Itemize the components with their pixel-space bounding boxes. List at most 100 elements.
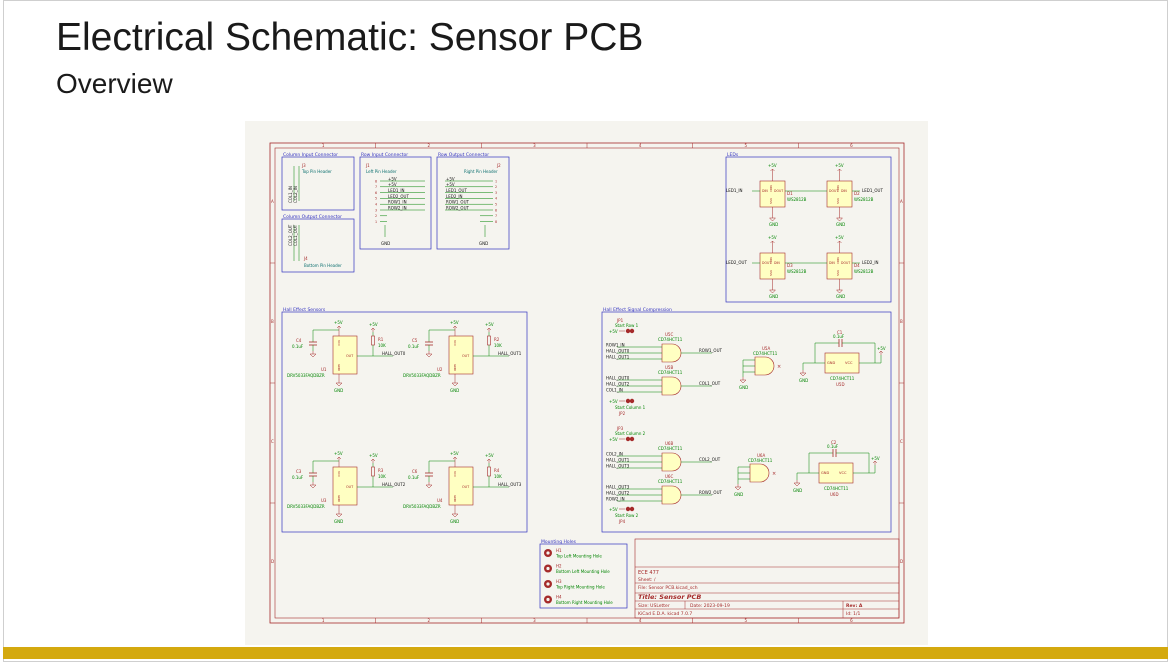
ref-label: U3: [321, 498, 327, 503]
section-title: Column Output Connector: [283, 214, 342, 220]
part-value: DRV5033FAQDBZR: [287, 373, 325, 378]
ref-label: H1: [556, 548, 562, 553]
gnd-label: GND: [793, 488, 802, 493]
part-value: CD74HCT11: [658, 370, 683, 375]
part-value: CD74HCT11: [658, 446, 683, 451]
column-number: 4: [639, 618, 642, 623]
pin-name: OUT: [462, 485, 470, 489]
pin-number: 2: [375, 214, 377, 218]
pin-name: VCC: [453, 471, 457, 477]
net-label: COL1_IN: [288, 186, 293, 203]
power-label: +5V: [768, 163, 777, 168]
section-title: Mounting Holes: [541, 539, 577, 545]
no-connect-mark: ×: [777, 364, 781, 370]
net-label: HALL_OUT1: [498, 351, 522, 356]
part-value: Start Row 1: [615, 323, 639, 328]
ref-label: U6A: [757, 453, 765, 458]
part-value: CD74HCT11: [748, 458, 773, 463]
hall-sensor-symbol: [448, 335, 474, 375]
column-number: 3: [533, 618, 536, 623]
column-number: 5: [745, 618, 748, 623]
pin-name: VSS: [769, 270, 773, 276]
gnd-label: GND: [836, 294, 845, 299]
pin-name: VSS: [836, 198, 840, 204]
tb-tool: KiCad E.D.A. kicad 7.0.7: [638, 611, 692, 617]
ref-label: U5B: [665, 365, 673, 370]
gnd-label: GND: [734, 492, 743, 497]
net-label: HALL_OUT3: [498, 482, 522, 487]
part-value: WS2812B: [787, 197, 807, 202]
net-label: HALL_OUT2: [382, 482, 406, 487]
ref-label: H3: [556, 579, 562, 584]
ref-label: JP4: [618, 519, 626, 524]
pin-number: 6: [375, 191, 377, 195]
ref-label: R2: [494, 337, 500, 342]
tb-size: Size: USLetter: [638, 603, 670, 609]
ref-label: H2: [556, 564, 562, 569]
pin-number: 3: [495, 191, 497, 195]
net-label: +5V: [446, 182, 455, 187]
tb-file: File: Sensor PCB.kicad_sch: [638, 585, 698, 591]
part-value: Top Left Mounting Hole: [555, 554, 602, 559]
power-label: +5V: [835, 163, 844, 168]
pin-name: VDD: [769, 185, 773, 192]
part-value: WS2812B: [787, 269, 807, 274]
ref-label: R4: [494, 468, 500, 473]
section-title: Hall Effect Signal Compression: [603, 307, 672, 313]
pin-number: 1: [375, 220, 377, 224]
pin-name: GND: [453, 364, 457, 372]
signal-compression-section: Hall Effect Signal Compression U5CCD74HC…: [601, 307, 892, 533]
power-label: +5V: [609, 507, 618, 512]
tb-rev: Rev: A: [846, 603, 863, 609]
net-label: COL1_OUT: [699, 381, 721, 386]
net-label: HALL_OUT1: [606, 355, 630, 360]
pin-name: GND: [453, 495, 457, 503]
gnd-label: GND: [836, 222, 845, 227]
pin-name: DOUT: [762, 261, 771, 265]
section-title: LEDs: [727, 152, 739, 158]
row-letter: B: [900, 319, 903, 324]
net-label: ROW1_OUT: [446, 200, 470, 205]
net-label: COL1_OUT: [293, 224, 298, 246]
net-label: +5V: [388, 182, 397, 187]
part-value: 10K: [494, 474, 502, 479]
power-label: +5V: [369, 453, 378, 458]
row-letter: B: [271, 319, 274, 324]
and-gate-symbol: [661, 452, 682, 472]
net-label: HALL_OUT2: [606, 491, 630, 496]
net-label: +5V: [446, 176, 455, 181]
part-value: CD74HCT11: [658, 337, 683, 342]
ref-label: R3: [378, 468, 384, 473]
ref-label: U5A: [762, 346, 770, 351]
net-label: LED1_IN: [726, 188, 743, 193]
slide-title: Electrical Schematic: Sensor PCB: [56, 16, 644, 59]
led-symbol: [759, 180, 786, 208]
pin-name: GND: [337, 495, 341, 503]
pin-name: VCC: [845, 361, 853, 365]
power-label: +5V: [334, 320, 343, 325]
pin-name: VCC: [839, 471, 847, 475]
section-title: Row Input Connector: [361, 152, 408, 158]
net-label: ROW2_IN: [388, 205, 407, 210]
column-number: 2: [428, 618, 431, 623]
slide-subtitle: Overview: [56, 68, 173, 99]
gnd-label: GND: [334, 519, 343, 524]
pin-name: VDD: [836, 185, 840, 192]
net-label: HALL_OUT3: [606, 485, 630, 490]
row-letter: D: [900, 559, 903, 564]
ref-label: U2: [437, 367, 443, 372]
ref-label: D3: [787, 263, 793, 268]
power-label: +5V: [609, 437, 618, 442]
and-gate-symbol: [754, 356, 775, 376]
ref-label: J2: [496, 163, 501, 168]
jumper-pad: [625, 506, 631, 512]
led-symbol: [759, 252, 786, 280]
power-label: +5V: [485, 322, 494, 327]
ref-label: U4: [437, 498, 443, 503]
no-connect-mark: ×: [772, 471, 776, 477]
ref-label: R1: [378, 337, 384, 342]
